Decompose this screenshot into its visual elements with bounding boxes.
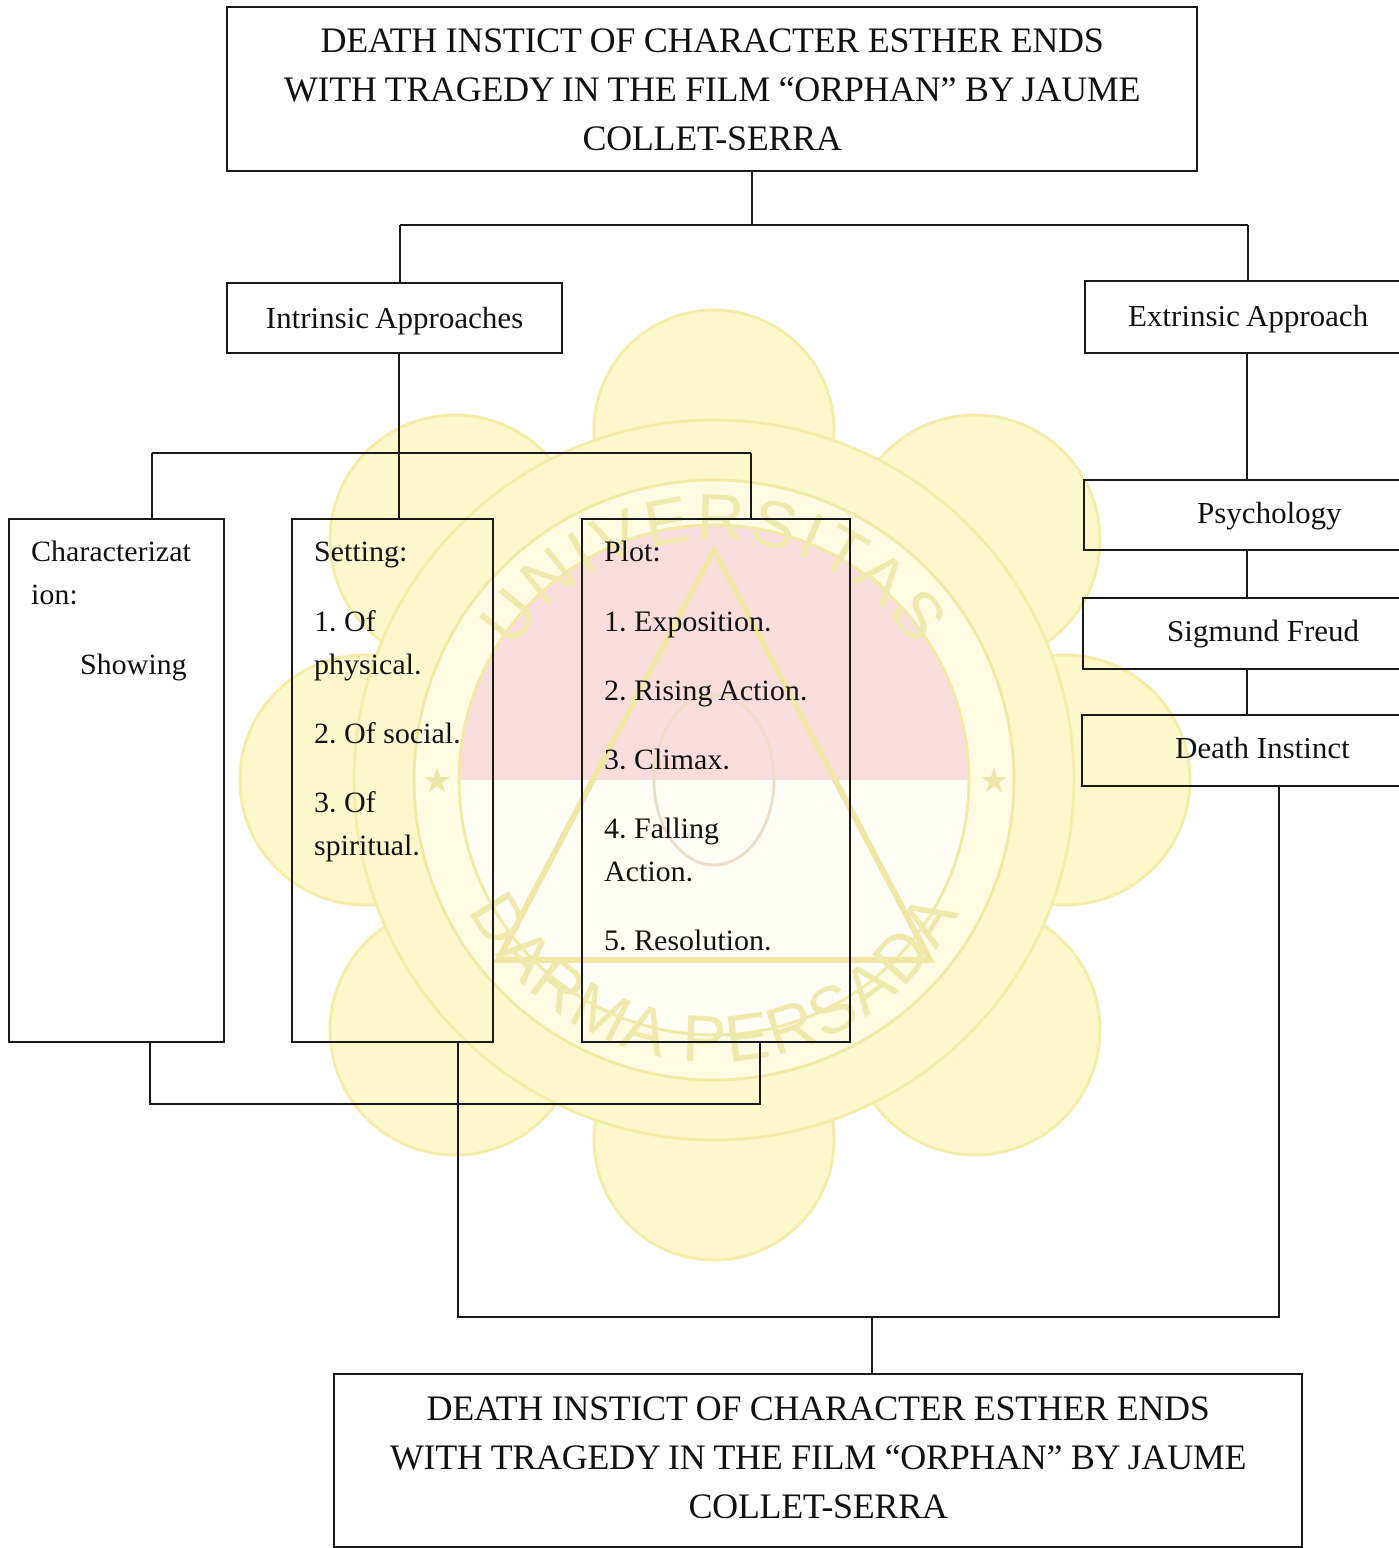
- plot-item: 1. Exposition.: [604, 600, 839, 643]
- top-title-line-3: COLLET-SERRA: [582, 117, 842, 158]
- connector-intrinsic-join: [149, 1042, 761, 1105]
- characterization-title-line-1: Characterizat: [31, 535, 191, 568]
- plot-item: 4. Falling Action.: [604, 807, 839, 893]
- plot-item: 3. Climax.: [604, 738, 839, 781]
- setting-item-2-line-1: 2. Of social.: [314, 717, 461, 750]
- top-title-box: DEATH INSTICT OF CHARACTER ESTHER ENDS W…: [226, 6, 1198, 172]
- setting-item-1-line-2: physical.: [314, 648, 422, 681]
- plot-item-4-line-2: Action.: [604, 855, 694, 888]
- death-instinct-label: Death Instinct: [1175, 730, 1350, 765]
- plot-item-4-line-1: 4. Falling: [604, 812, 720, 845]
- intrinsic-approaches-label: Intrinsic Approaches: [265, 300, 524, 335]
- characterization-item-showing: Showing: [80, 648, 187, 681]
- bottom-title-line-1: DEATH INSTICT OF CHARACTER ESTHER ENDS: [426, 1388, 1210, 1428]
- connector-intrinsic-branch: [151, 353, 752, 518]
- characterization-box: Characterizat ion: Showing: [8, 518, 225, 1043]
- bottom-title-line-2: WITH TRAGEDY IN THE FILM “ORPHAN” BY JAU…: [389, 1437, 1247, 1477]
- setting-item-1-line-1: 1. Of: [314, 605, 376, 638]
- plot-item-1: 1. Exposition.: [604, 605, 772, 638]
- bottom-title-box: DEATH INSTICT OF CHARACTER ESTHER ENDS W…: [333, 1373, 1303, 1548]
- intrinsic-approaches-box: Intrinsic Approaches: [226, 282, 563, 354]
- top-title-line-2: WITH TRAGEDY IN THE FILM “ORPHAN” BY JAU…: [283, 68, 1141, 109]
- characterization-title-line-2: ion:: [31, 578, 78, 611]
- setting-title: Setting:: [314, 535, 408, 568]
- top-title-line-1: DEATH INSTICT OF CHARACTER ESTHER ENDS: [320, 19, 1104, 60]
- connector-top-branch: [399, 171, 1249, 283]
- setting-item: 1. Of physical.: [314, 600, 482, 686]
- sigmund-freud-box: Sigmund Freud: [1082, 597, 1399, 670]
- sigmund-freud-label: Sigmund Freud: [1167, 613, 1360, 648]
- psychology-box: Psychology: [1083, 479, 1399, 551]
- plot-item-2: 2. Rising Action.: [604, 674, 808, 707]
- setting-item-3-line-1: 3. Of: [314, 786, 376, 819]
- death-instinct-box: Death Instinct: [1081, 714, 1399, 787]
- extrinsic-approach-label: Extrinsic Approach: [1128, 298, 1369, 333]
- psychology-label: Psychology: [1197, 495, 1342, 530]
- bottom-title-line-3: COLLET-SERRA: [688, 1486, 948, 1526]
- plot-title: Plot:: [604, 535, 661, 568]
- plot-item-3: 3. Climax.: [604, 743, 730, 776]
- plot-item-5: 5. Resolution.: [604, 924, 772, 957]
- setting-item-3-line-2: spiritual.: [314, 829, 420, 862]
- setting-box: Setting: 1. Of physical. 2. Of social. 3…: [291, 518, 494, 1043]
- svg-text:★: ★: [979, 763, 1009, 800]
- setting-item: 3. Of spiritual.: [314, 781, 482, 867]
- plot-item: 5. Resolution.: [604, 919, 839, 962]
- plot-item: 2. Rising Action.: [604, 669, 839, 712]
- plot-box: Plot: 1. Exposition. 2. Rising Action. 3…: [581, 518, 851, 1043]
- extrinsic-approach-box: Extrinsic Approach: [1084, 280, 1399, 354]
- setting-item: 2. Of social.: [314, 712, 482, 755]
